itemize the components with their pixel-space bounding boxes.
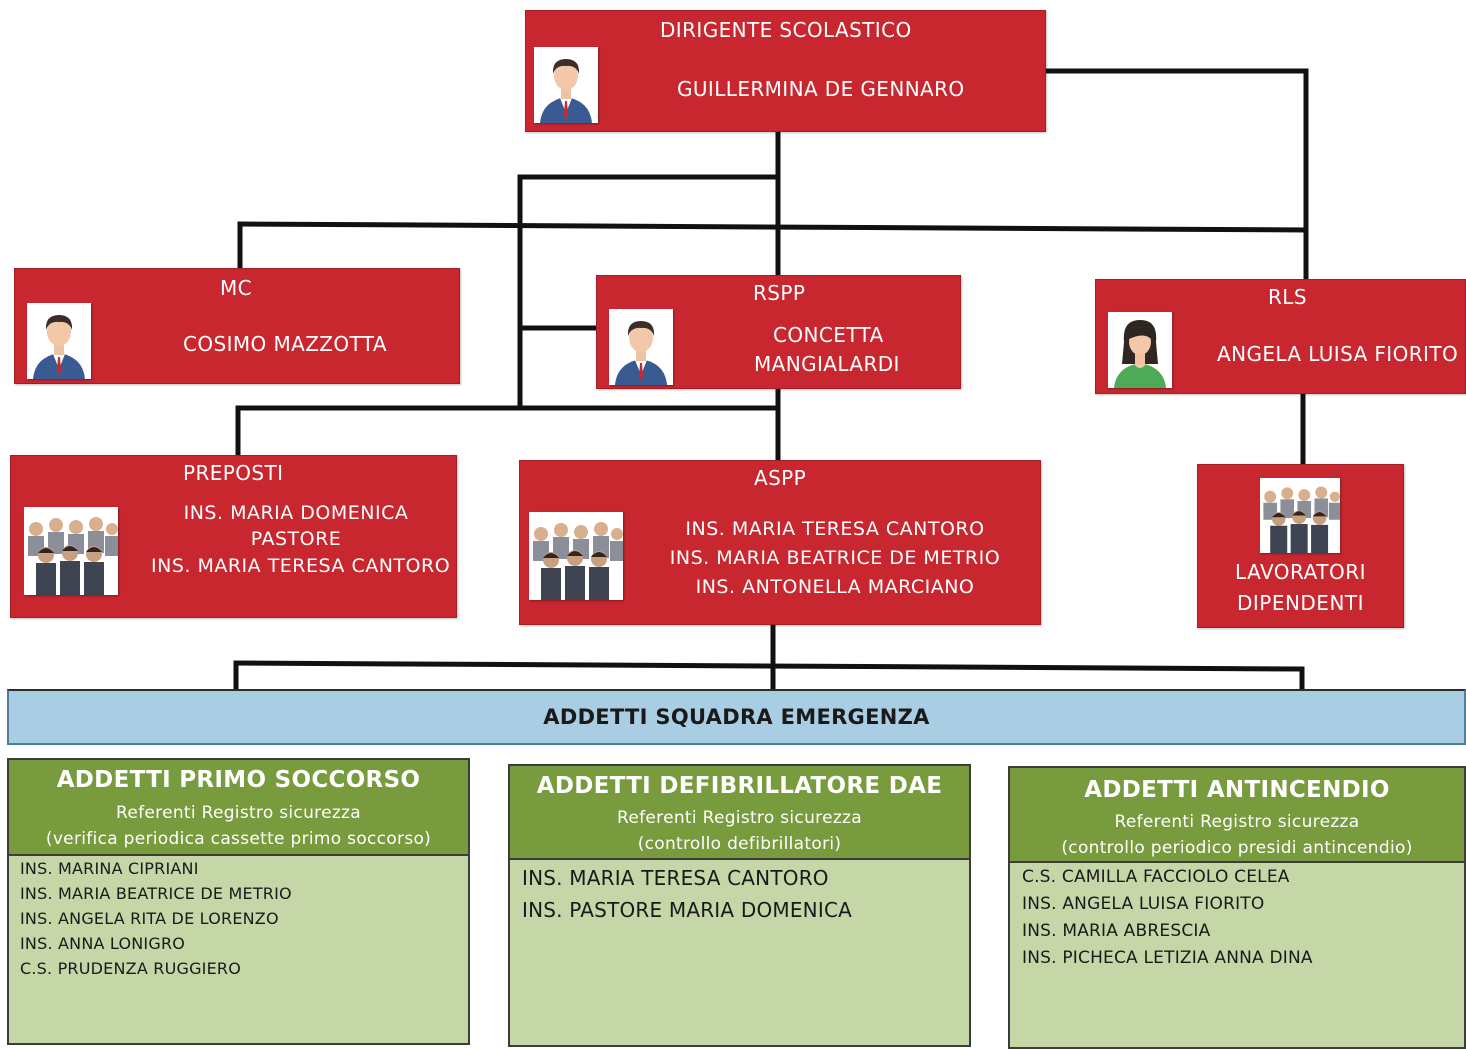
lavoratori-box: LAVORATORI DIPENDENTI: [1197, 464, 1404, 628]
defibrillatore-box: ADDETTI DEFIBRILLATORE DAE Referenti Reg…: [508, 764, 971, 1047]
list-item: INS. MARINA CIPRIANI: [20, 859, 199, 878]
list-item: C.S. CAMILLA FACCIOLO CELEA: [1022, 867, 1290, 887]
rspp-name-line1: CONCETTA: [773, 323, 884, 347]
dirigente-title: DIRIGENTE SCOLASTICO: [660, 18, 912, 42]
preposti-member-line: PASTORE: [250, 528, 342, 550]
aspp-member-line: INS. ANTONELLA MARCIANO: [695, 576, 975, 598]
mc-name: COSIMO MAZZOTTA: [183, 332, 387, 356]
defibrillatore-subtitle-note: (controllo defibrillatori): [637, 834, 842, 854]
list-item: INS. ANNA LONIGRO: [20, 934, 186, 953]
list-item: INS. MARIA ABRESCIA: [1022, 921, 1211, 941]
group-of-people-icon: [1260, 478, 1340, 553]
primo-soccorso-subtitle: Referenti Registro sicurezza: [116, 803, 361, 823]
primo-soccorso-header: ADDETTI PRIMO SOCCORSO Referenti Registr…: [9, 760, 468, 856]
primo-soccorso-box: ADDETTI PRIMO SOCCORSO Referenti Registr…: [7, 758, 470, 1045]
antincendio-box: ADDETTI ANTINCENDIO Referenti Registro s…: [1008, 766, 1466, 1049]
defibrillatore-list: INS. MARIA TERESA CANTORO INS. PASTORE M…: [510, 862, 969, 926]
dirigente-box: DIRIGENTE SCOLASTICO GUILLERMINA DE GENN…: [525, 10, 1046, 132]
group-of-people-icon: [24, 507, 118, 595]
rls-title: RLS: [1268, 285, 1307, 309]
list-item: INS. ANGELA RITA DE LORENZO: [20, 909, 279, 928]
male-avatar-icon: [27, 303, 91, 379]
preposti-member-line: INS. MARIA DOMENICA: [183, 502, 409, 524]
list-item: INS. ANGELA LUISA FIORITO: [1022, 894, 1265, 914]
emergency-team-label: ADDETTI SQUADRA EMERGENZA: [543, 705, 930, 729]
primo-soccorso-list: INS. MARINA CIPRIANI INS. MARIA BEATRICE…: [9, 856, 468, 981]
female-avatar-icon: [1108, 312, 1172, 388]
dirigente-name: GUILLERMINA DE GENNARO: [677, 77, 965, 101]
preposti-box: PREPOSTI INS. MARIA DOMENICA PASTORE INS…: [10, 455, 457, 618]
defibrillatore-header: ADDETTI DEFIBRILLATORE DAE Referenti Reg…: [510, 766, 969, 860]
rls-name: ANGELA LUISA FIORITO: [1217, 342, 1459, 366]
antincendio-subtitle-note: (controllo periodico presidi antincendio…: [1061, 838, 1413, 858]
list-item: INS. PASTORE MARIA DOMENICA: [522, 898, 852, 922]
list-item: INS. MARIA BEATRICE DE METRIO: [20, 884, 292, 903]
aspp-member-line: INS. MARIA TERESA CANTORO: [685, 518, 985, 540]
preposti-title: PREPOSTI: [183, 461, 284, 485]
defibrillatore-title: ADDETTI DEFIBRILLATORE DAE: [536, 773, 943, 799]
mc-title: MC: [220, 276, 253, 300]
primo-soccorso-subtitle-note: (verifica periodica cassette primo socco…: [45, 829, 432, 849]
group-of-people-icon: [529, 512, 623, 600]
antincendio-list: C.S. CAMILLA FACCIOLO CELEA INS. ANGELA …: [1010, 864, 1464, 972]
lavoratori-line2: DIPENDENTI: [1236, 591, 1365, 615]
primo-soccorso-title: ADDETTI PRIMO SOCCORSO: [56, 767, 421, 793]
defibrillatore-subtitle: Referenti Registro sicurezza: [617, 808, 862, 828]
list-item: INS. PICHECA LETIZIA ANNA DINA: [1022, 948, 1313, 968]
emergency-team-bar: ADDETTI SQUADRA EMERGENZA: [7, 689, 1466, 745]
list-item: INS. MARIA TERESA CANTORO: [522, 866, 829, 890]
rls-box: RLS ANGELA LUISA FIORITO: [1095, 279, 1466, 394]
male-avatar-icon: [534, 47, 598, 123]
aspp-member-line: INS. MARIA BEATRICE DE METRIO: [669, 547, 1001, 569]
aspp-box: ASPP INS. MARIA TERESA CANTORO INS. MARI…: [519, 460, 1041, 625]
rspp-title: RSPP: [753, 281, 806, 305]
rspp-name-line2: MANGIALARDI: [754, 352, 900, 376]
preposti-member-line: INS. MARIA TERESA CANTORO: [151, 555, 451, 577]
mc-box: MC COSIMO MAZZOTTA: [14, 268, 460, 384]
aspp-title: ASPP: [754, 466, 807, 490]
antincendio-title: ADDETTI ANTINCENDIO: [1084, 777, 1390, 803]
lavoratori-line1: LAVORATORI: [1234, 560, 1367, 584]
antincendio-header: ADDETTI ANTINCENDIO Referenti Registro s…: [1010, 768, 1464, 863]
list-item: C.S. PRUDENZA RUGGIERO: [20, 959, 242, 978]
antincendio-subtitle: Referenti Registro sicurezza: [1114, 812, 1360, 832]
rspp-box: RSPP CONCETTA MANGIALARDI: [596, 275, 961, 389]
male-avatar-icon: [609, 309, 673, 385]
